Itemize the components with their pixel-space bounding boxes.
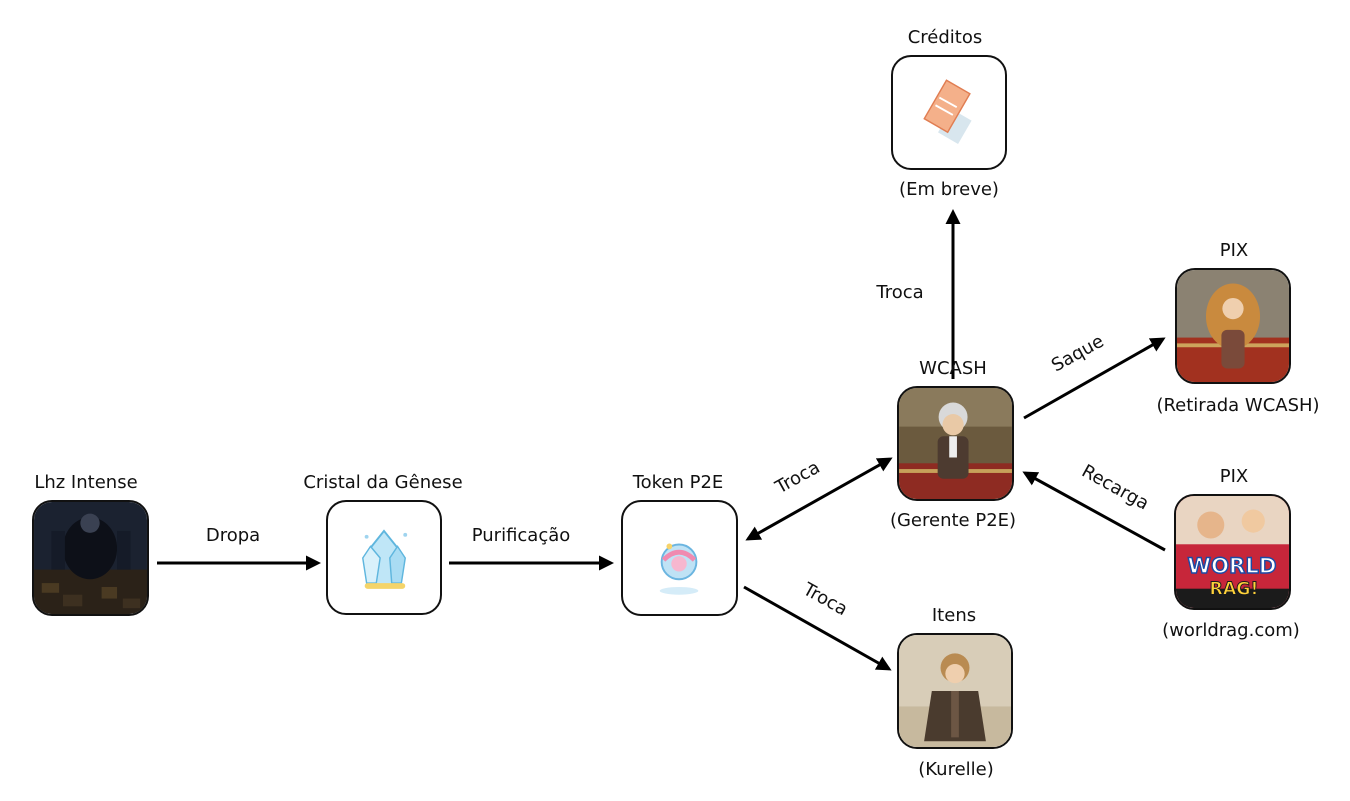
arrow-recarga: [1022, 471, 1166, 552]
dark-dungeon-icon: [34, 502, 147, 614]
logo-text-rag: RAG!: [1209, 579, 1258, 599]
wcash-title: WCASH: [919, 358, 987, 379]
logo-text-world: WORLD: [1188, 554, 1277, 579]
edge-label-purificacao: Purificação: [471, 525, 571, 546]
manager-npc-icon: [899, 388, 1012, 499]
itens-title: Itens: [931, 605, 977, 626]
pix-saque-title: PIX: [1219, 240, 1249, 261]
kurelle-npc-icon: [899, 635, 1011, 747]
edge-label-dropa: Dropa: [205, 525, 261, 546]
credit-card-icon: [923, 79, 972, 144]
node-creditos[interactable]: [891, 55, 1007, 170]
node-lhz-intense[interactable]: [32, 500, 149, 616]
pix-recarga-subtitle: (worldrag.com): [1162, 620, 1300, 641]
arrow-saque: [1023, 337, 1166, 420]
token-icon: [659, 543, 699, 595]
crystal-icon: [362, 529, 408, 589]
node-wcash[interactable]: [897, 386, 1014, 501]
node-cristal-da-genese[interactable]: [326, 500, 442, 615]
pix-saque-subtitle: (Retirada WCASH): [1156, 395, 1320, 416]
node-itens[interactable]: [897, 633, 1013, 749]
node-pix-recarga[interactable]: WORLD RAG!: [1174, 494, 1291, 610]
creditos-subtitle: (Em breve): [899, 179, 999, 200]
edge-label-troca-creditos: Troca: [876, 282, 924, 303]
creditos-title: Créditos: [907, 27, 983, 48]
arrow-troca-itens: [743, 585, 892, 671]
node-token-p2e[interactable]: [621, 500, 738, 616]
worldrag-logo-icon: WORLD RAG!: [1176, 496, 1289, 608]
node-pix-saque[interactable]: [1175, 268, 1291, 384]
pix-npc-icon: [1177, 270, 1289, 382]
token-title: Token P2E: [632, 472, 724, 493]
pix-recarga-title: PIX: [1219, 466, 1249, 487]
cristal-title: Cristal da Gênese: [303, 472, 463, 493]
wcash-subtitle: (Gerente P2E): [889, 510, 1017, 531]
lhz-title: Lhz Intense: [34, 472, 138, 493]
itens-subtitle: (Kurelle): [918, 759, 994, 780]
arrow-troca-wcash: [745, 457, 893, 541]
